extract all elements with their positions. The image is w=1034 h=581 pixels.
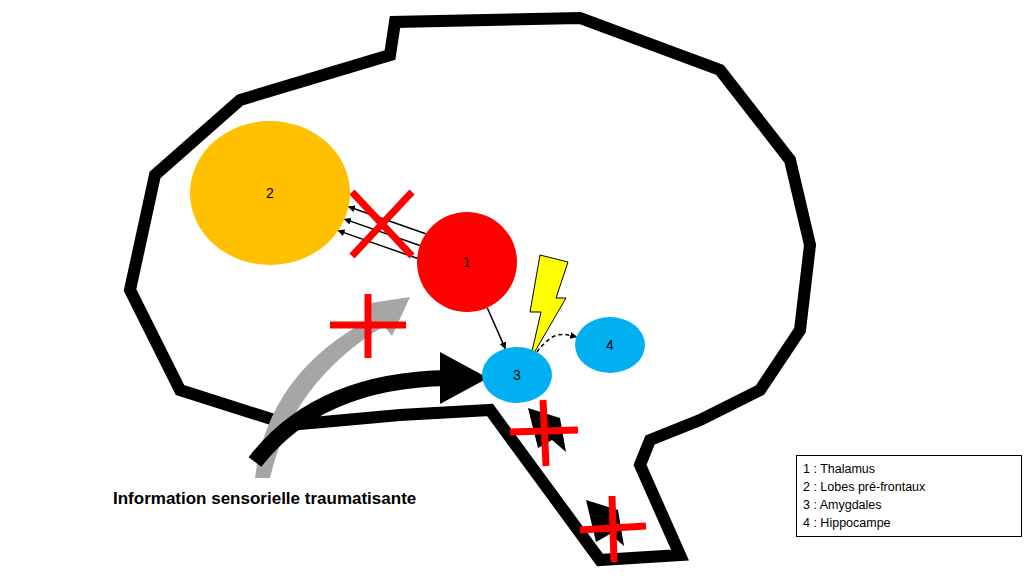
input-caption: Information sensorielle traumatisante [113, 489, 416, 509]
arrow-connector [338, 207, 426, 259]
hippocampus-ellipse [575, 317, 645, 373]
arrow-connector [487, 308, 505, 349]
thalamus-circle [417, 212, 517, 312]
black-arrow-head [440, 352, 488, 404]
brain-outline [130, 18, 810, 560]
thalamus-circle: 1 [417, 212, 517, 312]
arrow-line [487, 308, 505, 349]
legend-entry: 3 : Amygdales [803, 496, 1015, 514]
red-cross [510, 400, 578, 466]
callout-number: 4 [606, 337, 614, 354]
red-cross [330, 294, 406, 358]
legend-entry: 4 : Hippocampe [803, 514, 1015, 532]
callout-number: 1 [463, 254, 471, 271]
red-cross [352, 192, 412, 256]
legend-entry: 2 : Lobes pré-frontaux [803, 478, 1015, 496]
hippocampus-ellipse: 4 [575, 317, 645, 373]
black-arrow-shaft [255, 378, 448, 462]
arrow-line [537, 334, 577, 351]
legend-entry: 1 : Thalamus [803, 460, 1015, 478]
brainstem-arrow [586, 500, 624, 546]
red-cross [580, 496, 646, 562]
lightning-bolt [530, 255, 568, 360]
prefrontal-ellipse: 2 [190, 121, 350, 265]
callout-number: 2 [266, 185, 274, 202]
amygdala-ellipse: 3 [482, 347, 552, 403]
callout-number: 3 [513, 367, 521, 384]
amygdala-ellipse [482, 347, 552, 403]
prefrontal-ellipse [190, 121, 350, 265]
arrow-connector [537, 334, 577, 351]
legend-box: 1 : Thalamus2 : Lobes pré-frontaux3 : Am… [796, 455, 1022, 537]
